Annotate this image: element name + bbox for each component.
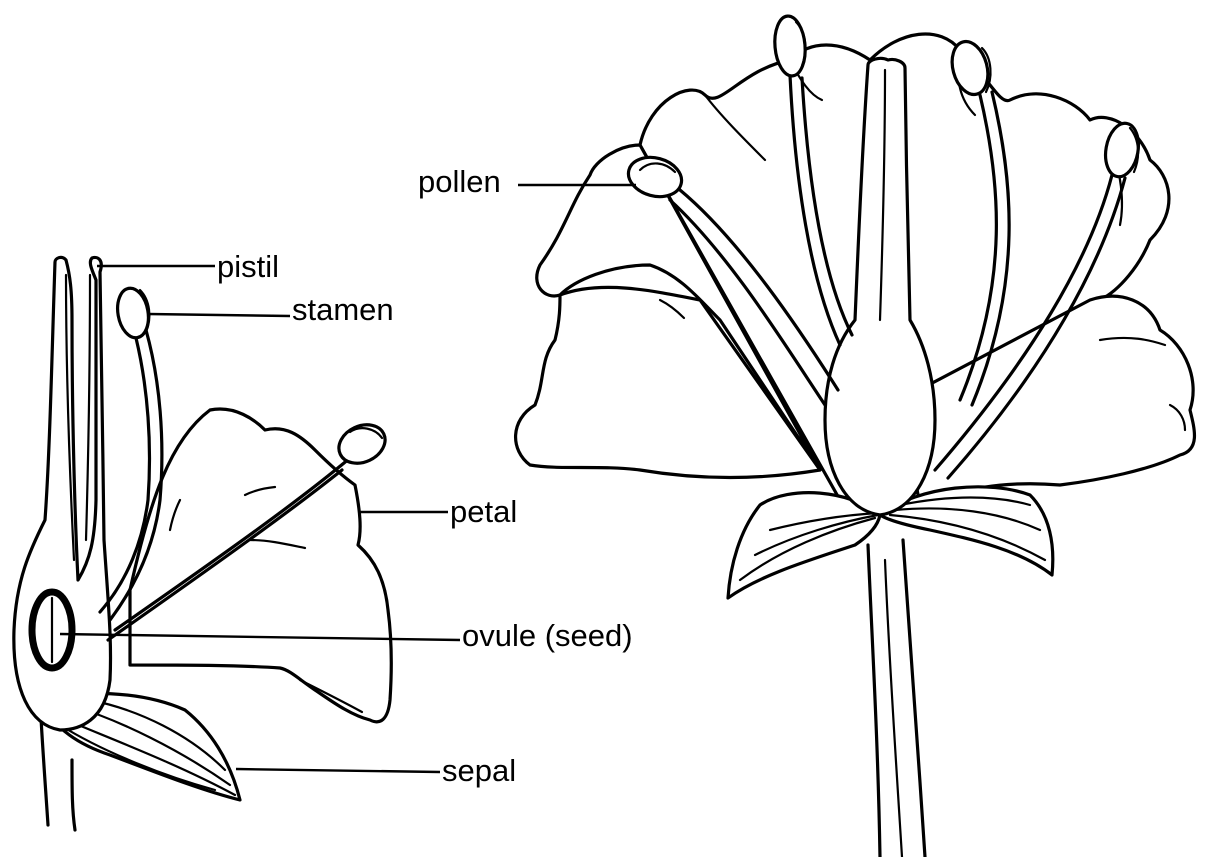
flower-cross-section bbox=[14, 257, 392, 830]
whole-flower bbox=[516, 15, 1195, 857]
ovule bbox=[32, 592, 72, 668]
label-ovule: ovule (seed) bbox=[462, 618, 633, 653]
label-stamen: stamen bbox=[292, 292, 394, 327]
label-pollen: pollen bbox=[418, 164, 501, 199]
sepal-leader bbox=[236, 769, 440, 772]
label-petal: petal bbox=[450, 494, 517, 529]
label-sepal: sepal bbox=[442, 753, 516, 788]
stem bbox=[868, 540, 925, 857]
stamen-leader bbox=[148, 314, 290, 316]
label-pistil: pistil bbox=[217, 249, 279, 284]
